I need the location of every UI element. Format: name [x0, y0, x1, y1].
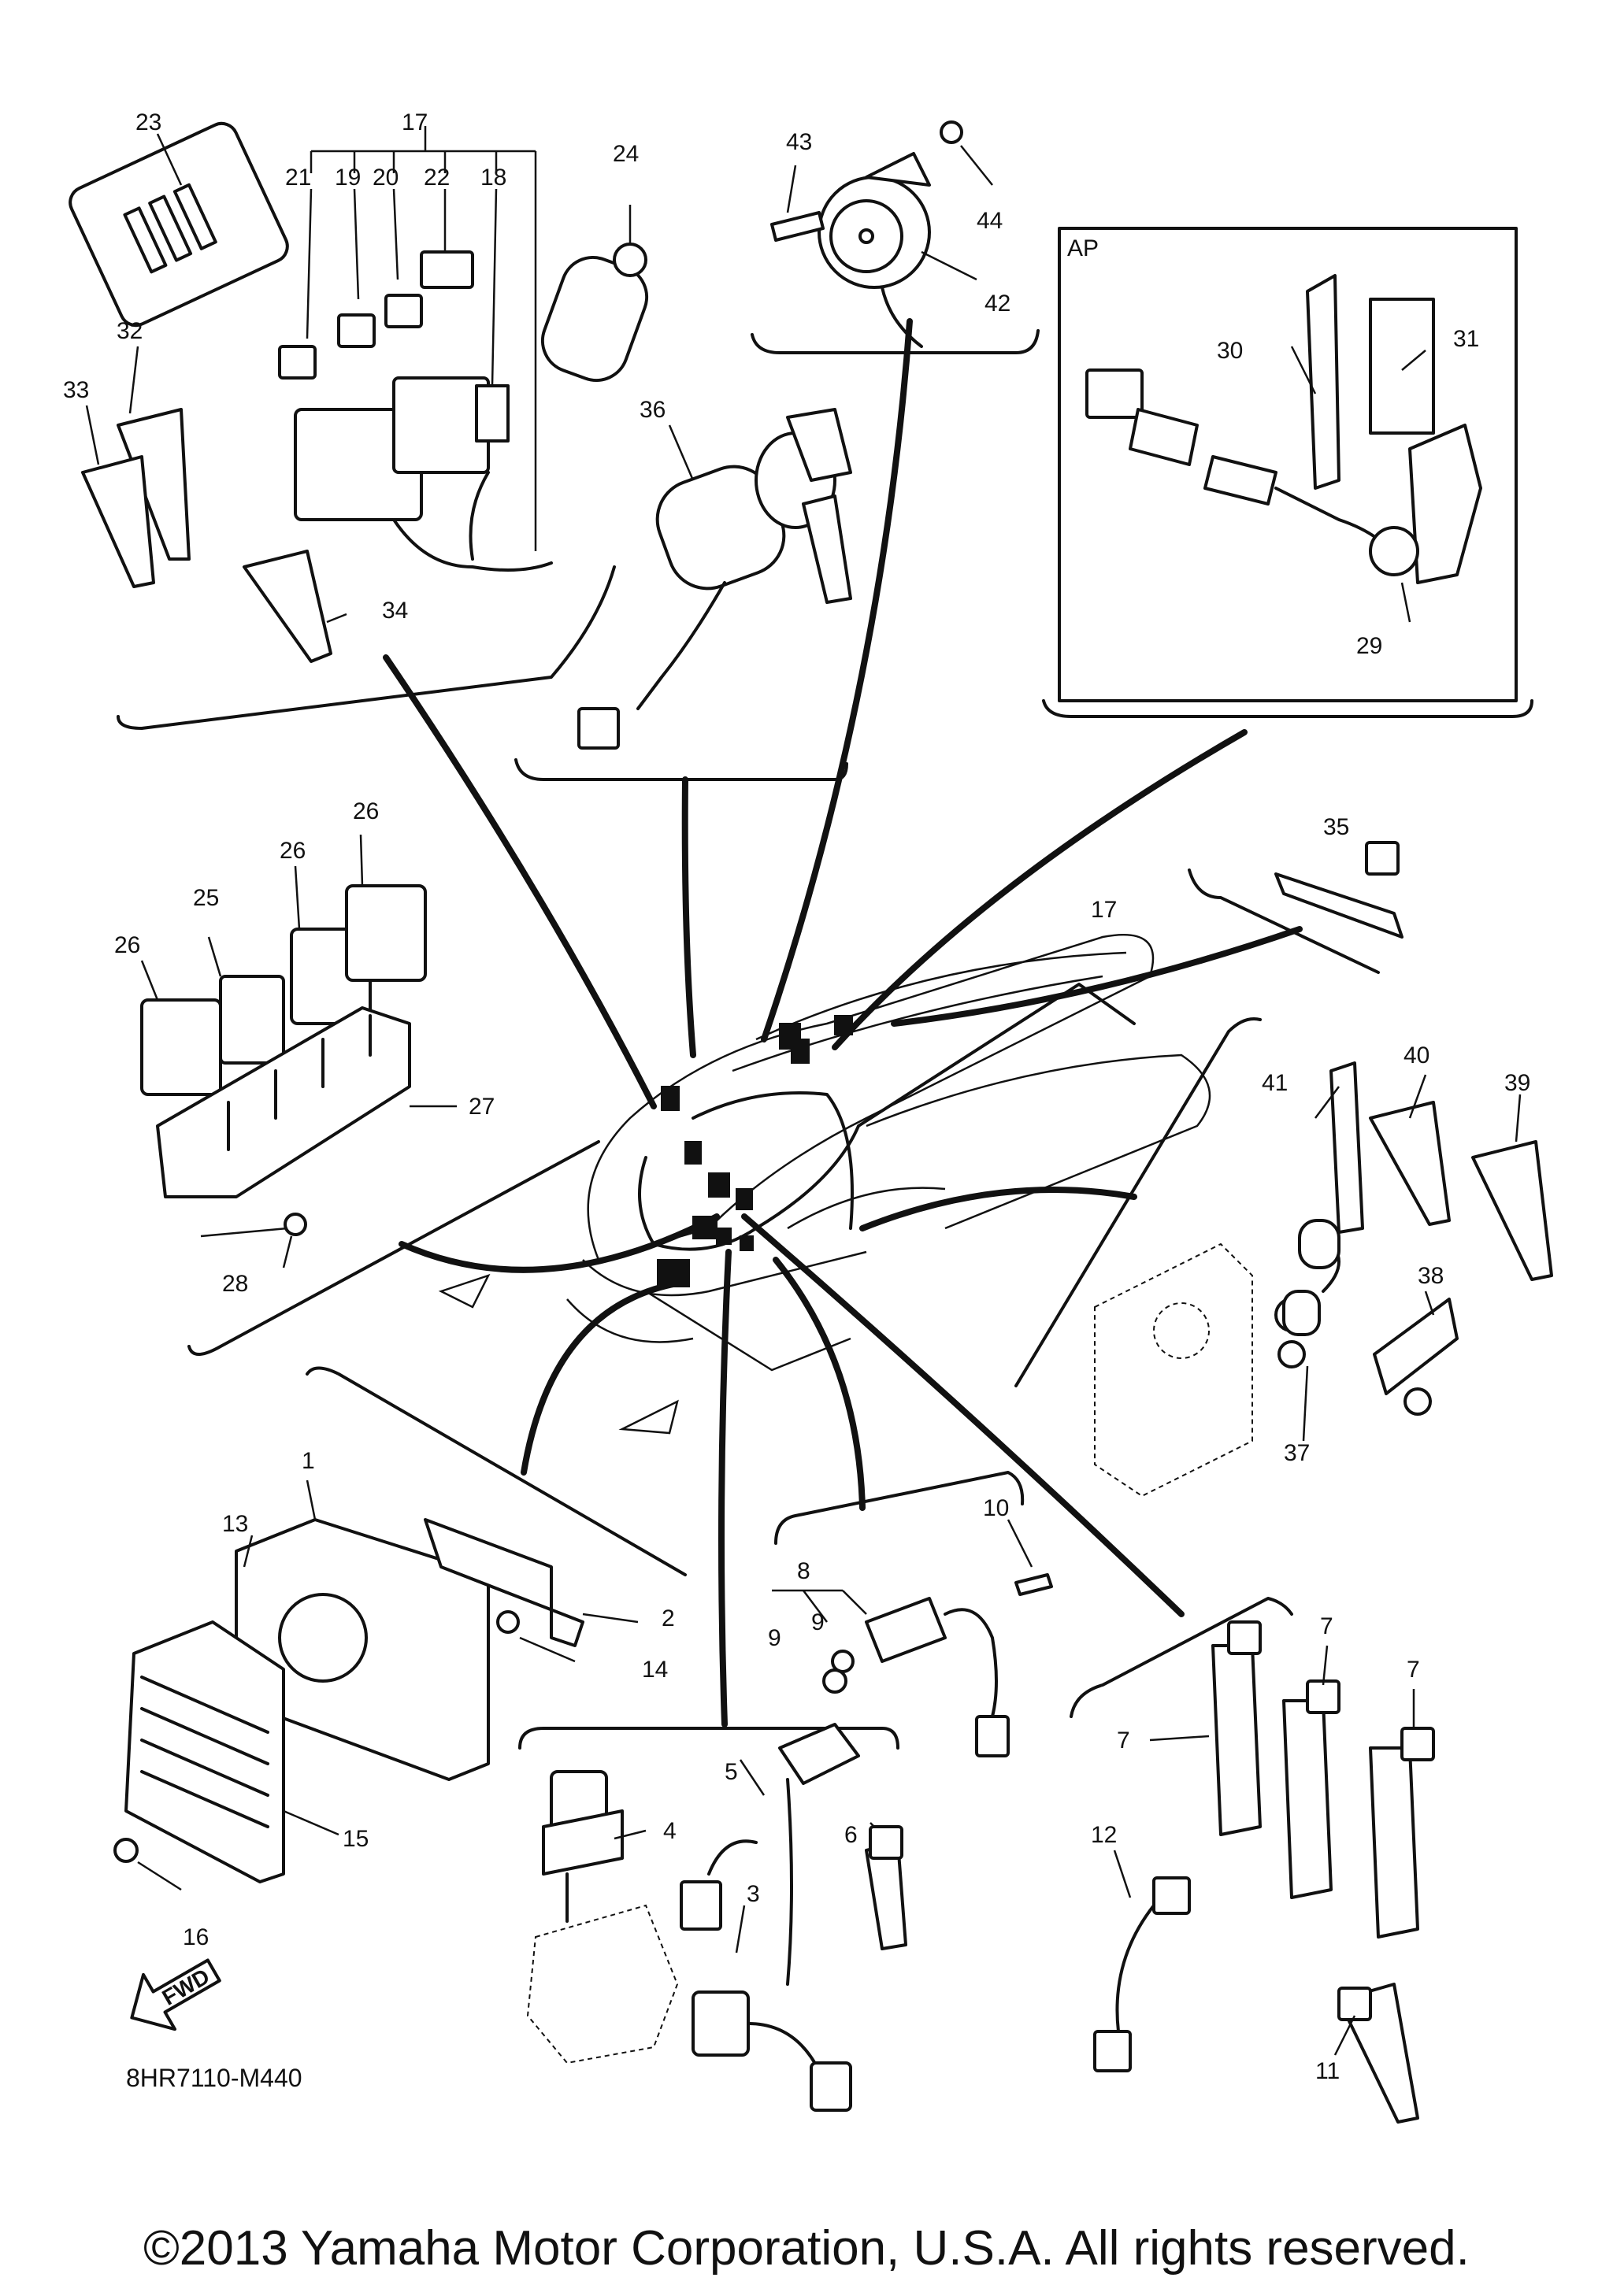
callout-2: 2: [662, 1605, 675, 1631]
callout-1: 1: [302, 1448, 315, 1474]
callout-32: 32: [117, 318, 143, 344]
callout-23: 23: [135, 109, 161, 135]
copyright-notice: ©2013 Yamaha Motor Corporation, U.S.A. A…: [143, 2221, 1470, 2276]
relay-group: [140, 834, 457, 1268]
callout-42: 42: [984, 291, 1010, 317]
plug-caps-group: [1093, 1620, 1435, 2124]
callout-4: 4: [663, 1818, 677, 1844]
callout-7b: 7: [1320, 1613, 1333, 1639]
ap-box-label: AP: [1067, 235, 1099, 261]
group-bracket-lines: [117, 227, 1533, 1750]
callout-33: 33: [63, 377, 89, 403]
callout-25: 25: [193, 885, 219, 911]
callout-37: 37: [1284, 1440, 1310, 1466]
callout-12: 12: [1091, 1822, 1117, 1848]
meter-group: [770, 120, 993, 348]
coil-24: [540, 205, 649, 383]
sensor-8-group: [772, 1519, 1053, 1757]
callout-43: 43: [786, 129, 812, 155]
fuse-box-group: [69, 121, 553, 663]
callout-17a: 17: [402, 109, 428, 135]
callout-28: 28: [222, 1271, 248, 1297]
callout-38: 38: [1418, 1263, 1444, 1289]
callout-13: 13: [222, 1511, 248, 1537]
callout-9b: 9: [811, 1609, 825, 1635]
callout-20: 20: [373, 165, 399, 191]
band-35: [1274, 841, 1403, 939]
watercraft-hull: [438, 933, 1211, 1435]
callout-27: 27: [469, 1094, 495, 1120]
callout-7a: 7: [1117, 1728, 1130, 1753]
sensor-bracket-group: [1094, 1061, 1553, 1498]
callout-11: 11: [1315, 2058, 1340, 2084]
callout-3: 3: [747, 1881, 760, 1907]
callout-5: 5: [725, 1759, 738, 1785]
callout-31: 31: [1453, 326, 1479, 352]
forward-arrow-label: FWD: [158, 1964, 214, 2010]
callout-8: 8: [797, 1558, 810, 1584]
callout-41: 41: [1262, 1070, 1288, 1096]
callout-10: 10: [983, 1495, 1009, 1521]
callout-22: 22: [424, 165, 450, 191]
callout-15: 15: [343, 1826, 369, 1852]
callout-9a: 9: [768, 1625, 781, 1651]
callout-19: 19: [335, 165, 361, 191]
callout-26a: 26: [114, 932, 140, 958]
switch-sensor-group: [526, 1723, 907, 2112]
leader-lines: [383, 318, 1303, 1728]
callout-39: 39: [1504, 1070, 1530, 1096]
rectifier-group: [113, 1479, 639, 1891]
figure-id: 8HR7110-M440: [126, 2064, 302, 2092]
callout-6: 6: [844, 1822, 858, 1848]
callout-labels: 1 2 3 4 5 6 7 7 7 8 9 9 10 11 12 13 14 1…: [63, 109, 1530, 2084]
callout-24: 24: [613, 141, 639, 167]
callout-26b: 26: [280, 838, 306, 864]
callout-16: 16: [183, 1924, 209, 1950]
callout-36: 36: [640, 397, 666, 423]
callout-14: 14: [642, 1657, 668, 1683]
callout-26c: 26: [353, 798, 379, 824]
callout-18: 18: [480, 165, 506, 191]
ap-parts: [1085, 274, 1482, 623]
callout-7c: 7: [1407, 1657, 1420, 1683]
callout-30: 30: [1217, 338, 1243, 364]
forward-arrow: FWD: [130, 1958, 221, 2031]
callout-34: 34: [382, 598, 408, 624]
callout-21: 21: [285, 165, 311, 191]
callout-40: 40: [1403, 1042, 1429, 1068]
callout-44: 44: [977, 208, 1003, 234]
callout-29: 29: [1356, 633, 1382, 659]
callout-35: 35: [1323, 814, 1349, 840]
callout-17b: 17: [1091, 897, 1117, 923]
ignition-switch-36: [577, 408, 852, 750]
